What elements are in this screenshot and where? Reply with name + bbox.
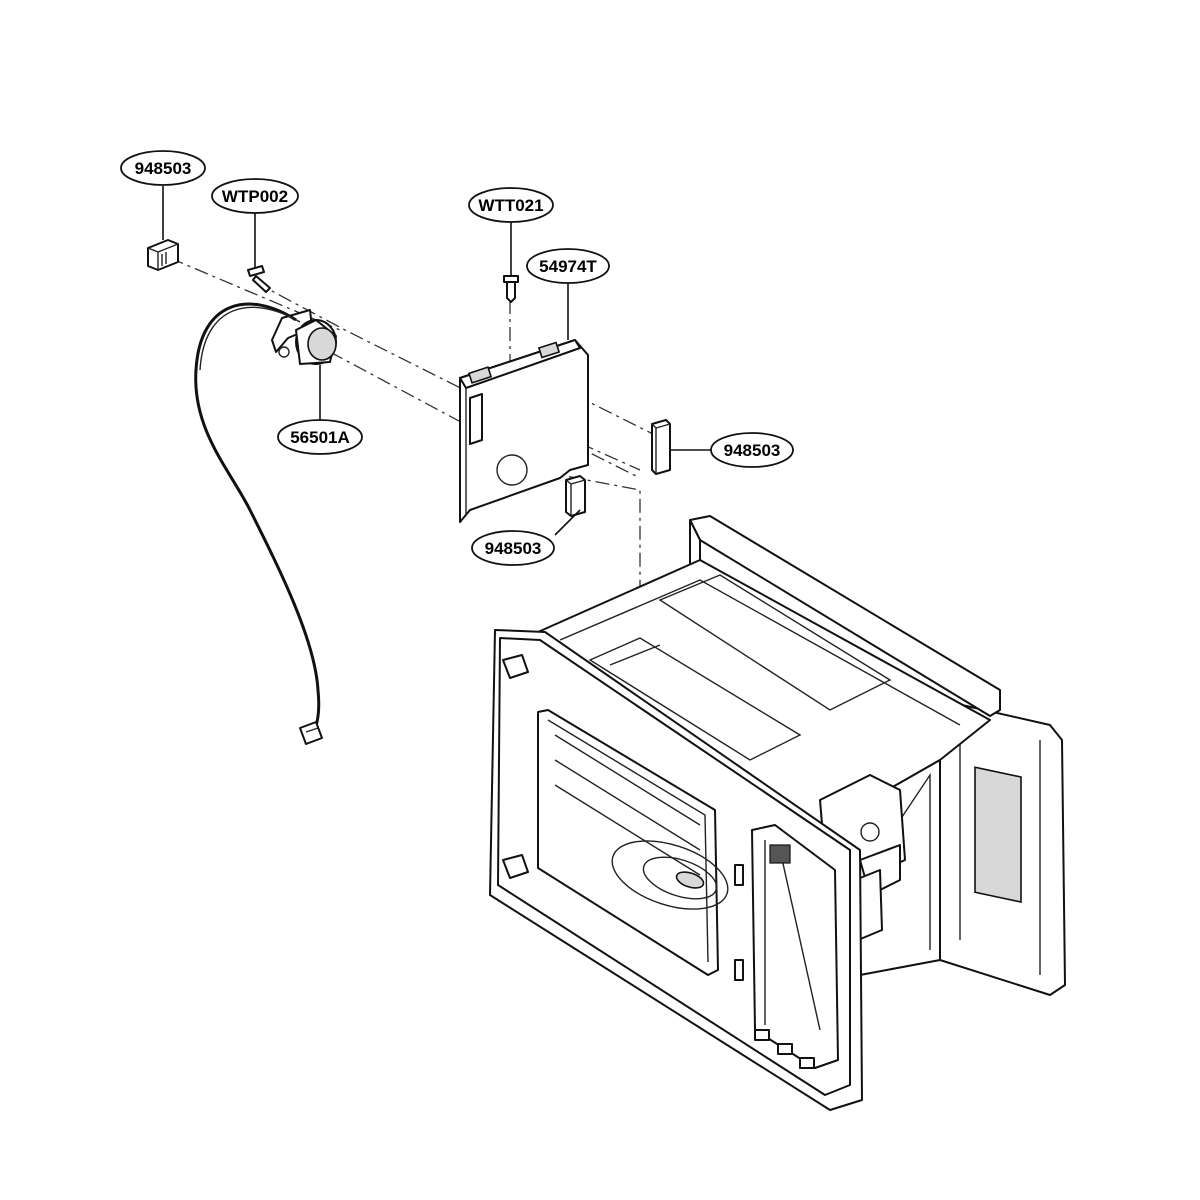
bracket-icon[interactable] bbox=[459, 339, 589, 523]
thermostat-icon[interactable] bbox=[271, 309, 337, 365]
wire-harness-icon bbox=[194, 302, 323, 745]
callout-label: 948503 bbox=[485, 539, 542, 558]
callout-label: 948503 bbox=[135, 159, 192, 178]
screw-icon[interactable] bbox=[503, 275, 519, 303]
callout-948503-top-left[interactable]: 948503 bbox=[120, 150, 206, 186]
callout-label: 948503 bbox=[724, 441, 781, 460]
screw-icon[interactable] bbox=[247, 265, 271, 293]
callout-948503-right[interactable]: 948503 bbox=[710, 432, 794, 468]
callout-wtp002[interactable]: WTP002 bbox=[211, 178, 299, 214]
leader-lines bbox=[162, 186, 712, 536]
callout-label: WTT021 bbox=[478, 196, 543, 215]
callout-54974t[interactable]: 54974T bbox=[526, 248, 610, 284]
cavity-icon bbox=[489, 515, 1066, 1111]
callout-56501a[interactable]: 56501A bbox=[277, 419, 363, 455]
callout-label: 56501A bbox=[290, 428, 350, 447]
callout-label: WTP002 bbox=[222, 187, 288, 206]
callout-wtt021[interactable]: WTT021 bbox=[468, 187, 554, 223]
clip-icon[interactable] bbox=[147, 239, 179, 271]
callout-label: 54974T bbox=[539, 257, 597, 276]
callout-948503-bottom[interactable]: 948503 bbox=[471, 530, 555, 566]
clip-icon[interactable] bbox=[651, 419, 671, 475]
clip-icon[interactable] bbox=[565, 475, 586, 517]
